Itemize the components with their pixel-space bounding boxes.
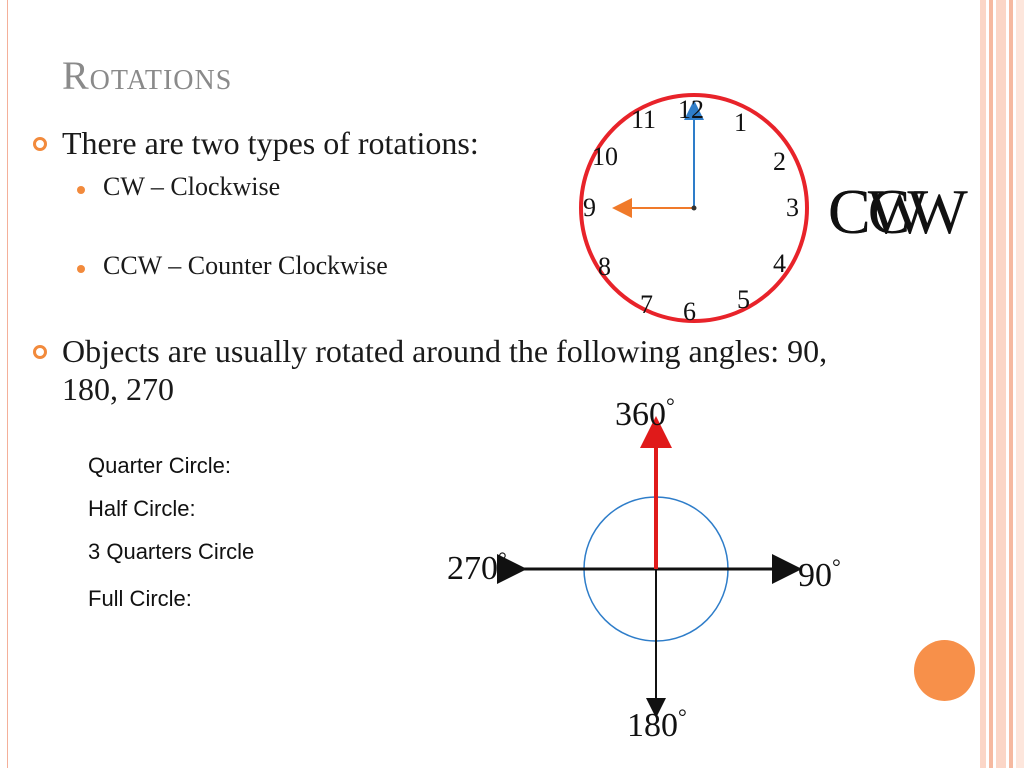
stripe xyxy=(1016,0,1024,768)
sub-bullet-text: CW – Clockwise xyxy=(103,172,281,201)
cw-label: CW xyxy=(828,176,928,247)
degree-symbol: ° xyxy=(678,704,687,729)
slide-title: Rotations xyxy=(62,53,233,98)
degree-symbol: ° xyxy=(498,547,507,572)
three-quarters-circle-label: 3 Quarters Circle xyxy=(88,539,255,564)
clock-number-4: 4 xyxy=(773,249,786,278)
slide-right-stripes xyxy=(980,0,1024,768)
stripe xyxy=(1009,0,1013,768)
stripe xyxy=(989,0,993,768)
clock-number-1: 1 xyxy=(734,108,747,137)
decorative-orange-circle xyxy=(914,640,975,701)
quarter-circle-label: Quarter Circle: xyxy=(88,453,232,478)
clock-number-10: 10 xyxy=(592,142,618,171)
slide-left-border xyxy=(0,0,8,768)
clock-number-12: 12 xyxy=(678,95,704,124)
clock-center xyxy=(691,205,697,211)
label-360-degrees: 360° xyxy=(615,393,675,434)
stripe xyxy=(996,0,1006,768)
sub-bullet-dot xyxy=(77,265,85,273)
bullet-marker xyxy=(33,345,47,359)
full-circle-label: Full Circle: xyxy=(88,586,192,611)
bullet-marker xyxy=(33,137,47,151)
ccw-label: CCW xyxy=(828,176,968,247)
degree-value: 360 xyxy=(615,396,666,433)
sub-bullet-dot xyxy=(77,186,85,194)
clock-number-6: 6 xyxy=(683,297,696,326)
label-90-degrees: 90° xyxy=(798,554,841,595)
clock-number-8: 8 xyxy=(598,252,611,281)
clock-number-3: 3 xyxy=(786,193,799,222)
degree-symbol: ° xyxy=(832,554,841,579)
half-circle-label: Half Circle: xyxy=(88,496,196,521)
degree-symbol: ° xyxy=(666,393,675,418)
degree-value: 90 xyxy=(798,557,832,594)
stripe xyxy=(980,0,986,768)
clock-number-7: 7 xyxy=(640,290,653,319)
clock-number-5: 5 xyxy=(737,285,750,314)
label-270-degrees: 270° xyxy=(447,547,507,588)
bullet-text: There are two types of rotations: xyxy=(62,125,479,161)
clock-number-9: 9 xyxy=(583,193,596,222)
sub-bullet-text: CCW – Counter Clockwise xyxy=(103,251,388,280)
degree-value: 180 xyxy=(627,707,678,744)
label-180-degrees: 180° xyxy=(627,704,687,745)
degree-value: 270 xyxy=(447,550,498,587)
bullet-text: Objects are usually rotated around the f… xyxy=(62,333,828,407)
clock-number-2: 2 xyxy=(773,147,786,176)
clock-number-11: 11 xyxy=(631,105,657,134)
